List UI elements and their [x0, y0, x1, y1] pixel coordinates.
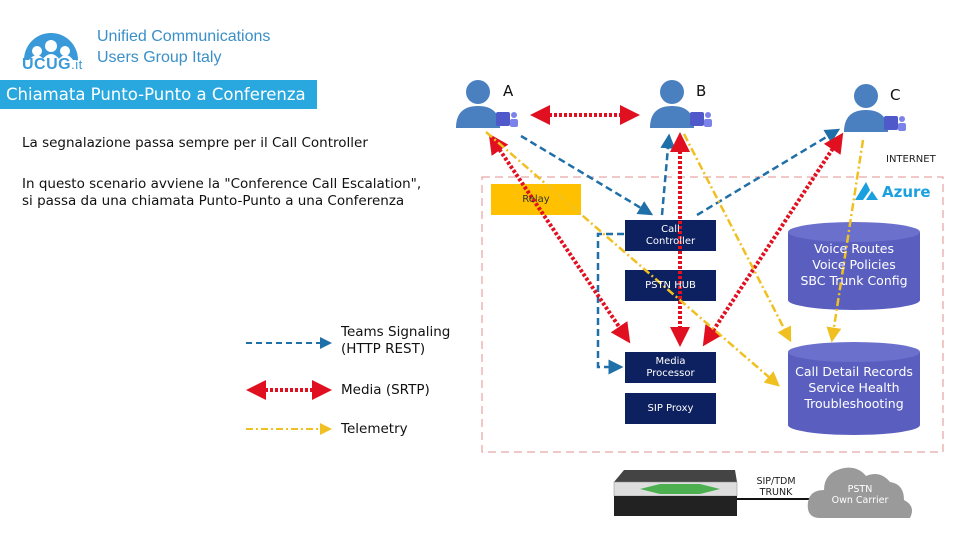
user-c-icon — [844, 84, 906, 132]
logo-text-suffix: .it — [71, 57, 83, 72]
legend-signaling-label: Teams Signaling (HTTP REST) — [341, 324, 450, 358]
pstn-hub-label: PSTN HUB — [645, 279, 696, 291]
internet-label: INTERNET — [886, 154, 936, 165]
user-a-icon — [456, 80, 518, 128]
azure-label: Azure — [882, 183, 931, 201]
media-arrows — [488, 105, 844, 347]
pstn-label-line2: Own Carrier — [831, 495, 889, 506]
trunk-label-line2: TRUNK — [759, 487, 793, 498]
telemetry-arrows — [485, 131, 865, 387]
media-processor-line2: Processor — [646, 367, 695, 379]
pstn-label-line1: PSTN — [847, 484, 873, 495]
db-config-line2: Voice Policies — [812, 257, 896, 272]
media-processor-label: Media Processor — [625, 352, 716, 383]
pstn-cloud-icon — [807, 467, 912, 518]
logo-text-main: UCUG — [22, 56, 72, 73]
trunk-label-line1: SIP/TDM — [756, 476, 796, 487]
org-title-line2: Users Group Italy — [97, 49, 222, 66]
call-controller-line1: Call — [661, 223, 680, 235]
call-controller-label: Call Controller — [625, 220, 716, 251]
legend-signaling-line1: Teams Signaling — [341, 324, 451, 340]
call-controller-line2: Controller — [645, 235, 696, 247]
sip-proxy-box — [625, 393, 716, 424]
database-records-text: Call Detail Records Service Health Troub… — [788, 364, 920, 412]
db-config-line3: SBC Trunk Config — [800, 273, 908, 288]
slide-title: Chiamata Punto-Punto a Conferenza — [0, 80, 317, 109]
azure-boundary — [481, 176, 944, 453]
org-title-line1: Unified Communications — [97, 28, 271, 45]
db-config-line1: Voice Routes — [813, 241, 895, 256]
pstn-label: PSTN Own Carrier — [825, 484, 895, 506]
sip-proxy-label: SIP Proxy — [647, 402, 694, 414]
user-b-icon — [650, 80, 712, 128]
body-line2: In questo scenario avviene la "Conferenc… — [22, 176, 422, 192]
relay-label: Relay — [522, 194, 550, 205]
logo-text: UCUG.it — [22, 56, 83, 74]
user-a-label: A — [503, 82, 514, 100]
legend-media-label: Media (SRTP) — [341, 382, 430, 398]
legend-signaling-line2: (HTTP REST) — [341, 341, 426, 357]
user-c-label: C — [890, 86, 901, 104]
user-b-label: B — [696, 82, 707, 100]
database-records — [788, 342, 920, 435]
db-records-line1: Call Detail Records — [795, 364, 913, 379]
database-config-text: Voice Routes Voice Policies SBC Trunk Co… — [788, 241, 920, 289]
media-processor-box — [625, 352, 716, 383]
db-records-line2: Service Health — [808, 380, 900, 395]
ucug-logo-icon — [23, 32, 78, 60]
body-line3: si passa da una chiamata Punto-Punto a u… — [22, 193, 405, 209]
trunk-label: SIP/TDM TRUNK — [748, 476, 804, 498]
org-title: Unified Communications Users Group Italy — [97, 26, 270, 68]
legend-telemetry-label: Telemetry — [341, 421, 408, 437]
azure-icon — [855, 182, 878, 200]
db-records-line3: Troubleshooting — [804, 396, 904, 411]
body-line1: La segnalazione passa sempre per il Call… — [22, 135, 368, 151]
media-processor-line1: Media — [655, 355, 686, 367]
sbc-appliance-icon — [613, 470, 738, 516]
